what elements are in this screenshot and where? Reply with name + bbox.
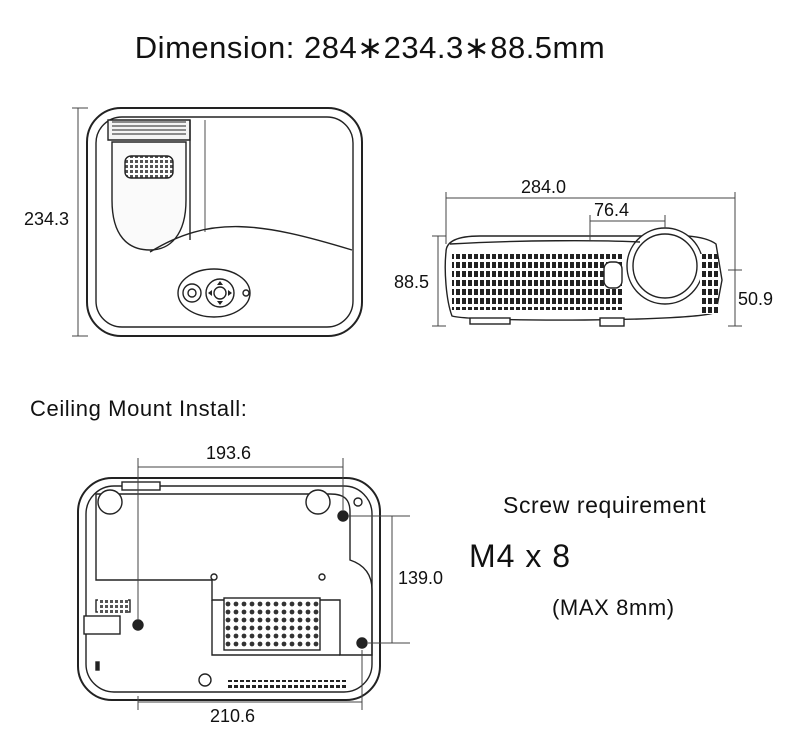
front-view-dimensions [432, 192, 742, 327]
top-view-height-dimension [72, 107, 88, 337]
front-view-width-label: 284.0 [521, 177, 566, 197]
projector-bottom-view [77, 477, 381, 701]
ceiling-mount-heading: Ceiling Mount Install: [30, 396, 248, 421]
bottom-view-dimensions [137, 458, 410, 710]
lens-offset-label: 76.4 [594, 200, 629, 220]
bottom-view-right-span-label: 139.0 [398, 568, 443, 588]
lens-height-label: 50.9 [738, 289, 773, 309]
screw-max-length: (MAX 8mm) [552, 595, 675, 620]
bottom-view-bottom-span-label: 210.6 [210, 706, 255, 726]
projector-top-view [86, 107, 363, 337]
screw-spec: M4 x 8 [468, 538, 572, 574]
projector-front-view [444, 227, 723, 327]
bottom-view-top-span-label: 193.6 [206, 443, 251, 463]
front-view-height-label: 88.5 [394, 272, 429, 292]
top-view-height-label: 234.3 [24, 209, 69, 229]
page-title: Dimension: 284∗234.3∗88.5mm [134, 30, 606, 65]
screw-requirement-heading: Screw requirement [503, 492, 707, 518]
